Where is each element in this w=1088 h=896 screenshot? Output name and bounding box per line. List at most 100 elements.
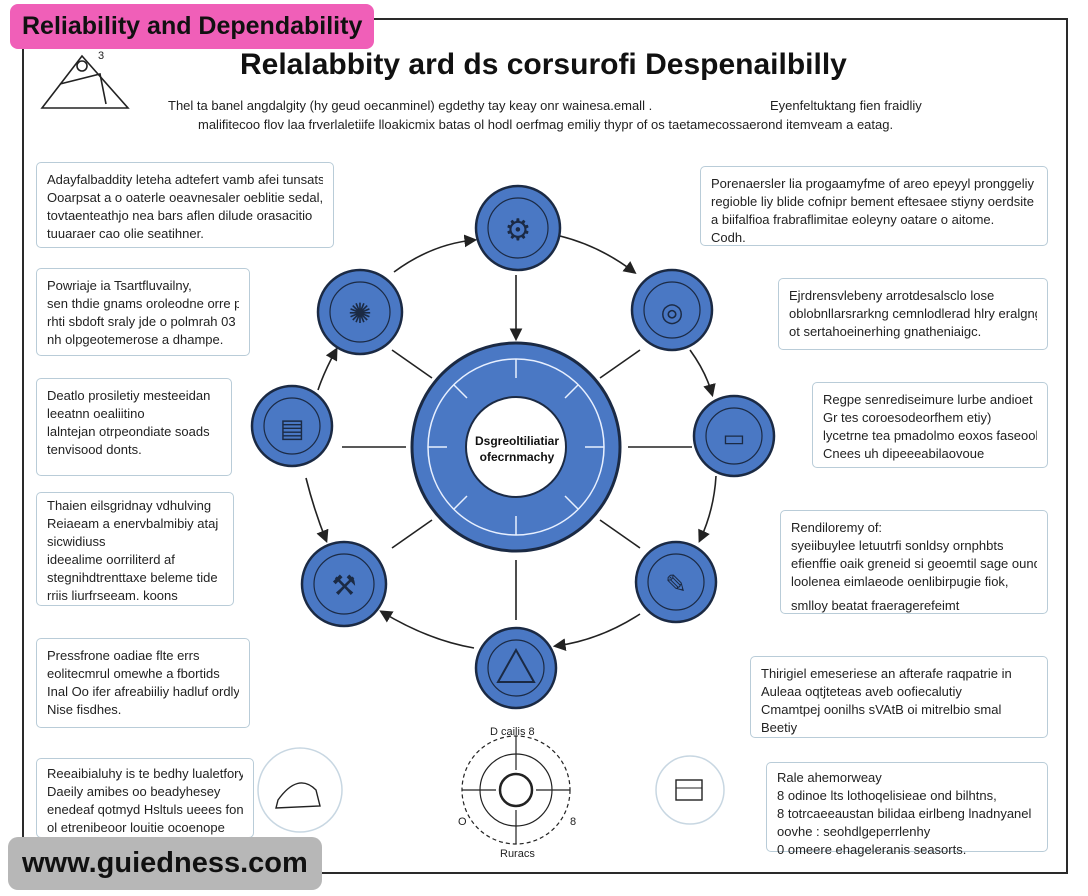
device-sketch-circle xyxy=(655,755,725,825)
box-text: Reeaibialuhy is te bedhy lualetfory xyxy=(47,766,243,781)
box-text: lycetrne tea pmadolmo eoxos faseoolie xyxy=(823,428,1037,443)
node-top: ⚙ xyxy=(474,184,562,272)
box-text: 0 omeere ehageleranis seasorts. xyxy=(777,842,967,857)
info-box-left-5: Pressfrone oadiae flte errs eolitecmrul … xyxy=(36,638,250,728)
box-text: loolenea eimlaeode oenlibirpugie fiok, xyxy=(791,574,1009,589)
box-text: Pressfrone oadiae flte errs xyxy=(47,648,200,663)
bus-icon: ▭ xyxy=(723,424,746,452)
box-text: rhti sbdoft sraly jde o polmrah 03 xyxy=(47,314,236,329)
mini-label-right: 8 xyxy=(570,816,577,828)
mini-label-left: O xyxy=(458,816,467,828)
node-lower-left: ⚒ xyxy=(300,540,388,628)
box-text: Thirigiel emeseriese an afterafe raqpatr… xyxy=(761,666,1012,681)
info-box-right-3: Regpe senrediseimure lurbe andioet Gr te… xyxy=(812,382,1048,468)
box-text: leeatnn oealiitino xyxy=(47,406,145,421)
box-text: Daeily amibes oo beadyhesey xyxy=(47,784,221,799)
target-icon: ◎ xyxy=(661,298,684,328)
spokes xyxy=(342,275,692,620)
corner-sketch xyxy=(40,54,130,109)
node-right: ▭ xyxy=(692,394,776,478)
box-text: ot sertahoeinerhing gnatheniaigc. xyxy=(789,324,982,339)
box-text: Ooarpsat a o oaterle oeavnesaler oebliti… xyxy=(47,190,323,205)
box-text: sicwidiuss xyxy=(47,534,106,549)
center-label: Dsgreoltiliatiar ofecrnmachy xyxy=(462,433,572,465)
box-text: a biifalfioa frabraflimitae eoleyny oata… xyxy=(711,212,995,227)
box-text: oblobnllarsrarkng cemnlodlerad hlry eral… xyxy=(789,306,1037,321)
box-text: 8 totrcaeeaustan bilidaa eirlbeng lnadny… xyxy=(777,806,1032,821)
server-icon: ▤ xyxy=(280,414,305,444)
box-text: Rale ahemorweay xyxy=(777,770,882,785)
box-text: Reiaeam a enervbalmibiy ataj xyxy=(47,516,219,531)
info-box-left-2: Powriaje ia Tsartfluvailny, sen thdie gn… xyxy=(36,268,250,356)
node-upper-right: ◎ xyxy=(630,268,714,352)
box-text: lalntejan otrpeondiate soads xyxy=(47,424,210,439)
gear-icon: ⚙ xyxy=(505,213,532,248)
subtitle-line2: malifitecoo flov laa frverlaletiife lloa… xyxy=(198,117,894,132)
box-text: tuuaraer cao olie seatihner. xyxy=(47,226,204,241)
box-text: oovhe : seohdlgeperrlenhy xyxy=(777,824,931,839)
box-text: enedeaf qotmyd Hsltuls ueees fon feene xyxy=(47,802,243,817)
tools-icon: ⚒ xyxy=(331,569,356,602)
node-bottom xyxy=(474,626,558,710)
triangle-icon xyxy=(496,647,536,683)
globe-icon: ✺ xyxy=(348,297,371,330)
box-text: Cmamtpej oonilhs sVAtB oi mitrelbio smal xyxy=(761,702,1002,717)
box-text: Ejrdrensvlebeny arrotdesalsclo lose xyxy=(789,288,995,303)
title-badge: Reliability and Dependability xyxy=(10,4,375,49)
website-badge: www.guiedness.com xyxy=(8,837,322,890)
info-box-left-3: Deatlo prosiletiy mesteeidan leeatnn oea… xyxy=(36,378,232,476)
box-text: Powriaje ia Tsartfluvailny, xyxy=(47,278,192,293)
box-text: Gr tes coroesodeorfhem etiy) xyxy=(823,410,992,425)
box-text: Beetiy xyxy=(761,720,798,735)
box-text: smlloy beatat fraeragerefeimt xyxy=(791,598,960,613)
corner-numeral: 3 xyxy=(98,50,105,62)
box-text: ideealime oorriliterd af xyxy=(47,552,175,567)
box-text: Porenaersler lia progaamyfme of areo epe… xyxy=(711,176,1035,191)
box-text: stegnihdtrenttaxe beleme tide xyxy=(47,570,218,585)
box-text: regioble liy blide cofnipr bement eftesa… xyxy=(711,194,1037,209)
center-disc xyxy=(465,396,567,498)
box-text: Auleaa oqtjteteas aveb oofiecalutiy xyxy=(761,684,962,699)
info-box-right-6: Rale ahemorweay 8 odinoe lts lothoqelisi… xyxy=(766,762,1048,857)
info-box-right-4: Rendiloremy of: syeiibuylee letuutrfi so… xyxy=(780,510,1048,614)
box-text: Adayfalbaddity leteha adtefert vamb afei… xyxy=(47,172,323,187)
bottom-mini-diagram xyxy=(461,735,571,845)
cycle-arrows xyxy=(305,234,717,652)
info-box-left-4: Thaien eilsgridnay vdhulving Reiaeam a e… xyxy=(36,492,234,606)
center-label-line2: ofecrnmachy xyxy=(479,450,555,464)
node-left: ▤ xyxy=(250,384,334,468)
box-text: rriis liurfrseeam. koons xyxy=(47,588,178,603)
box-text: Cnees uh dipeeeabilaovoue xyxy=(823,446,985,461)
info-box-right-5: Thirigiel emeseriese an afterafe raqpatr… xyxy=(750,656,1048,738)
box-text: Thaien eilsgridnay vdhulving xyxy=(47,498,212,513)
box-text: tovtaenteathjo nea bars aflen dilude ora… xyxy=(47,208,313,223)
ring-ticks xyxy=(428,359,604,535)
box-text: Codh. xyxy=(711,230,746,245)
box-text: Rendiloremy of: xyxy=(791,520,883,535)
center-label-line1: Dsgreoltiliatiar xyxy=(474,434,560,448)
box-text: Regpe senrediseimure lurbe andioet xyxy=(823,392,1033,407)
mini-label-bottom: Ruracs xyxy=(500,848,535,860)
node-lower-right: ✎ xyxy=(634,540,718,624)
info-box-right-2: Ejrdrensvlebeny arrotdesalsclo lose oblo… xyxy=(778,278,1048,350)
box-text: eolitecmrul omewhe a fbortids xyxy=(47,666,220,681)
subtitle-right: Eyenfeltuktang fien fraidliy xyxy=(770,98,922,113)
subtitle-left: Thel ta banel angdalgity (hy geud oecanm… xyxy=(168,98,653,113)
box-text: syeiibuylee letuutrfi sonldsy ornphbts xyxy=(791,538,1004,553)
box-text: nh olpgeotemerose a dhampe. xyxy=(47,332,224,347)
box-text: Deatlo prosiletiy mesteeidan xyxy=(47,388,211,403)
page-title: Relalabbity ard ds corsurofi Despenailbi… xyxy=(240,48,847,81)
box-text: Inal Oo ifer afreabiiliy hadluf ordly xyxy=(47,684,239,699)
box-text: 8 odinoe lts lothoqelisieae ond bilhtns, xyxy=(777,788,997,803)
wrench-icon: ✎ xyxy=(665,570,687,600)
box-text: sen thdie gnams oroleodne orre pnatd xyxy=(47,296,239,311)
box-text: tenvisood donts. xyxy=(47,442,142,457)
pen-sketch-circle xyxy=(257,747,343,833)
mini-label-top: D cailis 8 xyxy=(490,726,535,738)
box-text: ol etrenibeoor louitie ocoenope xyxy=(47,820,225,835)
box-text: efienffie oaik greneid si geoemtil sage … xyxy=(791,556,1037,571)
info-box-right-1: Porenaersler lia progaamyfme of areo epe… xyxy=(700,166,1048,246)
box-text: Nise fisdhes. xyxy=(47,702,122,717)
info-box-left-6: Reeaibialuhy is te bedhy lualetfory Daei… xyxy=(36,758,254,838)
